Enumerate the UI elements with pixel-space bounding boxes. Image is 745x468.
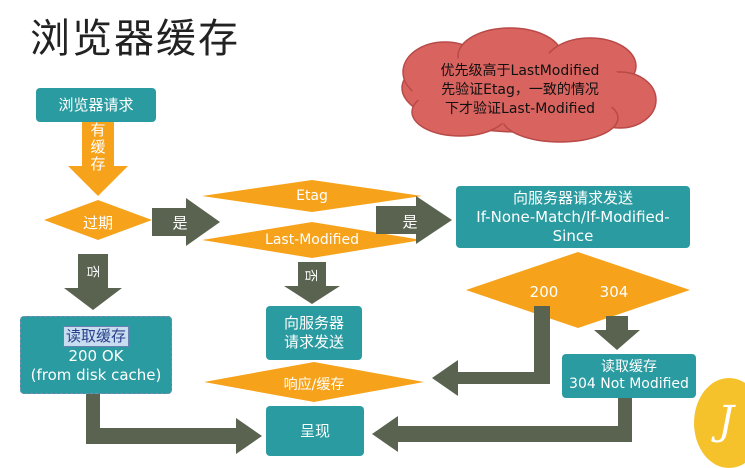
arrow-304-to-render	[372, 398, 632, 452]
expired-label: 过期	[82, 214, 113, 232]
yes-arrow-2	[376, 196, 452, 244]
render-label: 呈现	[299, 421, 330, 440]
j-logo-icon: J	[694, 378, 745, 468]
has-cache-label: 有 缓 存	[88, 122, 108, 173]
arrow-200-to-response	[432, 306, 550, 396]
cloud-fill	[412, 52, 628, 124]
no-arrow-1	[64, 254, 122, 310]
has-cache-char: 有	[90, 121, 106, 139]
has-cache-arrow	[68, 118, 128, 196]
etag-diamond	[202, 180, 422, 212]
last-modified-label: Last-Modified	[265, 232, 359, 248]
render-box: 呈现	[266, 406, 364, 456]
cloud-note: 优先级高于LastModified 先验证Etag，一致的情况 下才验证Last…	[410, 62, 630, 119]
yes-label-2: 是	[402, 213, 418, 231]
send-to-server-line1: 向服务器请求发送	[512, 188, 633, 207]
response-diamond	[204, 362, 424, 402]
read-cache-box: 读取缓存 200 OK (from disk cache)	[20, 316, 172, 394]
cloud-line: 下才验证Last-Modified	[445, 101, 595, 117]
expired-diamond	[44, 200, 152, 240]
browser-request-box: 浏览器请求	[36, 88, 156, 122]
status-diamond	[466, 252, 690, 328]
last-modified-diamond	[202, 222, 422, 258]
page-title: 浏览器缓存	[30, 16, 240, 62]
send-mid-line1: 向服务器	[283, 314, 344, 332]
has-cache-char: 存	[90, 155, 106, 173]
has-cache-char: 缓	[90, 138, 106, 156]
no-label-1: 否	[84, 264, 100, 278]
read-cache-304-line1: 读取缓存	[601, 359, 657, 375]
status-304-label: 304	[599, 283, 629, 301]
browser-request-label: 浏览器请求	[58, 95, 134, 114]
yes-arrow-1	[152, 198, 220, 246]
ok-line: 200 OK	[68, 346, 124, 365]
arrow-cache-to-render	[86, 394, 262, 454]
no-arrow-2	[284, 262, 340, 304]
cloud-line: 先验证Etag，一致的情况	[441, 82, 599, 98]
cloud-line: 优先级高于LastModified	[440, 63, 600, 79]
read-cache-label: 读取缓存	[62, 325, 129, 347]
send-to-server-box: 向服务器请求发送 If-None-Match/If-Modified-Since	[456, 186, 690, 248]
send-mid-line2: 请求发送	[283, 333, 344, 351]
read-cache-304-line2: 304 Not Modified	[569, 376, 689, 392]
no-label-2: 否	[302, 268, 318, 282]
response-cache-label: 响应/缓存	[283, 377, 345, 393]
send-to-server-line2: If-None-Match/If-Modified-Since	[476, 207, 670, 245]
read-cache-304-box: 读取缓存 304 Not Modified	[562, 354, 696, 398]
etag-label: Etag	[296, 188, 328, 204]
disk-cache-line: (from disk cache)	[30, 365, 162, 384]
send-mid-box: 向服务器 请求发送	[266, 306, 362, 360]
yes-label-1: 是	[172, 214, 188, 232]
arrow-304-down	[594, 316, 640, 350]
status-200-label: 200	[529, 283, 559, 301]
